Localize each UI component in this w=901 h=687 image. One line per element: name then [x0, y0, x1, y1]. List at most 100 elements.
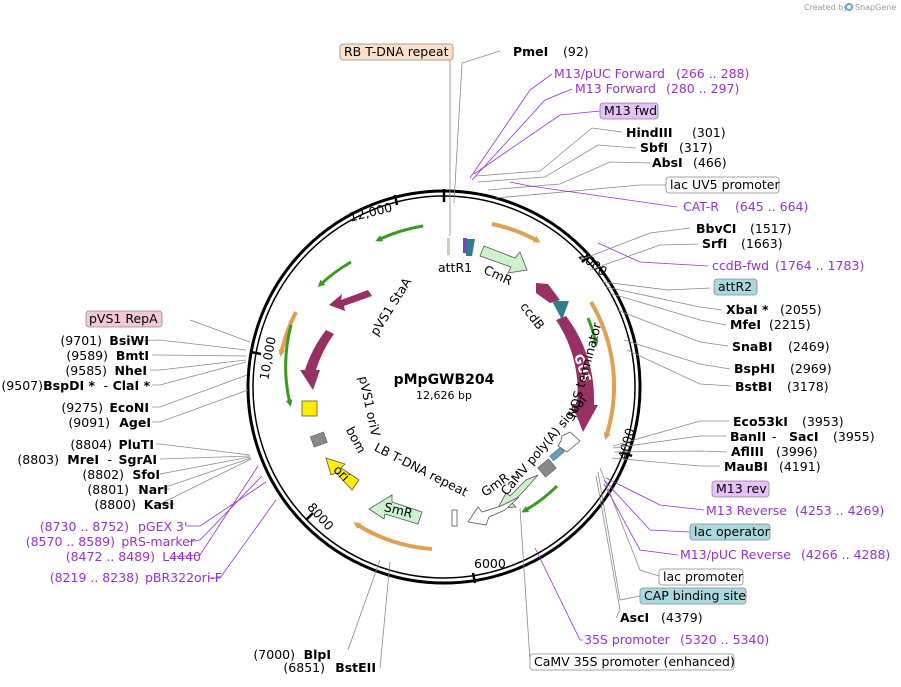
box-m13-fwd: M13 fwd: [599, 102, 659, 120]
svg-text:ccdB-fwd: ccdB-fwd: [712, 258, 769, 273]
svg-text:(8802): (8802): [82, 467, 124, 482]
svg-text:MreI: MreI: [67, 452, 99, 467]
svg-text:(266 .. 288): (266 .. 288): [676, 66, 749, 81]
svg-text:attR2: attR2: [718, 279, 752, 294]
primer-leader-lines: [171, 73, 709, 641]
svg-text:pVS1 RepA: pVS1 RepA: [89, 311, 158, 326]
site-bspDI-claI: (9507) BspDI * - ClaI *: [1, 378, 150, 393]
attr1-stripe: [463, 238, 467, 253]
svg-text:(9091): (9091): [68, 415, 110, 430]
arc-35s-primer: [521, 484, 559, 513]
primer-35s-promoter: 35S promoter (5320 .. 5340): [584, 632, 769, 647]
svg-text:RB T-DNA repeat: RB T-DNA repeat: [344, 44, 449, 59]
attr1-marker: [466, 239, 475, 256]
box-camv35s: CaMV 35S promoter (enhanced): [529, 653, 735, 671]
svg-text:(4379): (4379): [661, 610, 703, 625]
primer-m13-reverse: M13 Reverse (4253 .. 4269): [706, 503, 884, 518]
scale-6000: 6000: [474, 556, 506, 571]
svg-text:M13 Forward: M13 Forward: [575, 81, 656, 96]
svg-text:lac operator: lac operator: [694, 524, 771, 539]
svg-text:(6851): (6851): [283, 660, 325, 675]
svg-text:SfoI: SfoI: [132, 467, 160, 482]
box-cap-site: CAP binding site: [639, 587, 747, 605]
svg-text:SrfI: SrfI: [702, 236, 727, 251]
primer-m13-puc-reverse: M13/pUC Reverse (4266 .. 4288): [680, 547, 890, 562]
snapgene-logo-icon: [845, 3, 853, 11]
site-xbaI: XbaI * (2055): [726, 302, 822, 317]
oriV-box: [301, 400, 318, 417]
svg-text:PmeI: PmeI: [513, 44, 548, 59]
svg-text:M13/pUC Reverse: M13/pUC Reverse: [680, 547, 791, 562]
svg-text:M13 fwd: M13 fwd: [604, 103, 657, 118]
svg-text:pBR322ori-F: pBR322ori-F: [145, 570, 222, 585]
site-pmeI: PmeI (92): [513, 44, 589, 59]
site-bsiWI: (9701) BsiWI: [60, 333, 149, 348]
arc-primer-oriV: [284, 324, 293, 407]
svg-text:35S promoter: 35S promoter: [584, 632, 671, 647]
svg-text:HindIII: HindIII: [626, 125, 673, 140]
svg-text:pRS-marker: pRS-marker: [121, 534, 196, 549]
svg-text:BspHI: BspHI: [734, 361, 775, 376]
scale-ticks: [250, 189, 633, 584]
staA-arrow: [329, 290, 372, 311]
svg-text:(9507): (9507): [1, 378, 43, 393]
svg-text:(3996): (3996): [776, 444, 818, 459]
polyA-box: [537, 458, 557, 478]
site-sbfI: SbfI (317): [640, 140, 713, 155]
site-aflIII: AflIII (3996): [731, 444, 818, 459]
svg-text:BstBI: BstBI: [735, 379, 772, 394]
svg-text:XbaI *: XbaI *: [726, 302, 769, 317]
site-nheI: (9585) NheI: [65, 363, 147, 378]
primer-l4440: (8472 .. 8489) L4440: [66, 549, 201, 564]
site-ecoNI: (9275) EcoNI: [61, 400, 149, 415]
svg-text:MfeI: MfeI: [730, 317, 761, 332]
svg-text:BbvCI: BbvCI: [696, 221, 736, 236]
svg-text:(1663): (1663): [741, 236, 783, 251]
site-mreI-sgrAI: (8803) MreI - SgrAI: [17, 452, 157, 467]
svg-text:Eco53kI: Eco53kI: [733, 414, 788, 429]
box-m13-rev: M13 rev: [711, 480, 770, 498]
ori-arrow: [325, 457, 360, 491]
primer-pgex3: (8730 .. 8752): [40, 519, 129, 534]
scale-10000: 10,000: [256, 335, 278, 381]
svg-text:BstEII: BstEII: [335, 660, 376, 675]
svg-text:(2055): (2055): [780, 302, 822, 317]
rb-marker: [447, 238, 450, 255]
plasmid-name: pMpGWB204: [394, 372, 495, 388]
svg-text:(8804): (8804): [70, 437, 112, 452]
site-sfoI: (8802) SfoI: [82, 467, 160, 482]
svg-text:(8800): (8800): [94, 497, 136, 512]
brand-text: SnapGene: [855, 3, 896, 12]
site-eco53kI: Eco53kI (3953): [733, 414, 844, 429]
site-banII-sacI: BanII - SacI (3955): [730, 429, 875, 444]
label-staA: pVS1 StaA: [367, 275, 415, 339]
svg-text:M13 rev: M13 rev: [716, 481, 767, 496]
svg-text:(9701): (9701): [60, 333, 102, 348]
svg-text:lac UV5 promoter: lac UV5 promoter: [670, 177, 780, 192]
svg-text:(1764 .. 1783): (1764 .. 1783): [775, 258, 864, 273]
svg-text:(1517): (1517): [750, 221, 792, 236]
plasmid-size: 12,626 bp: [416, 389, 472, 402]
svg-text:-: -: [103, 378, 108, 393]
scale-12000: 12,000: [348, 199, 394, 224]
svg-text:L4440: L4440: [162, 549, 201, 564]
svg-text:SgrAI: SgrAI: [119, 452, 157, 467]
arc-ccdb-fwd: [586, 317, 599, 347]
primer-pgex3-name: pGEX 3': [138, 519, 187, 534]
site-absI: AbsI (466): [652, 155, 727, 170]
camv35s-arrow: [467, 496, 520, 526]
svg-text:KasI: KasI: [144, 497, 174, 512]
smr-arrow: [368, 494, 423, 525]
primer-cat-r: CAT-R (645 .. 664): [683, 199, 808, 214]
svg-text:(645 .. 664): (645 .. 664): [735, 199, 808, 214]
svg-text:SbfI: SbfI: [640, 140, 668, 155]
svg-text:(4253 .. 4269): (4253 .. 4269): [795, 503, 884, 518]
box-repa: pVS1 RepA: [85, 310, 163, 328]
svg-text:(9585): (9585): [65, 363, 107, 378]
svg-text:BlpI: BlpI: [304, 647, 331, 662]
svg-text:(92): (92): [563, 44, 589, 59]
svg-text:-: -: [772, 429, 777, 444]
label-lb: LB T-DNA repeat: [372, 439, 470, 499]
site-bstEII: (6851) BstEII: [283, 660, 376, 675]
